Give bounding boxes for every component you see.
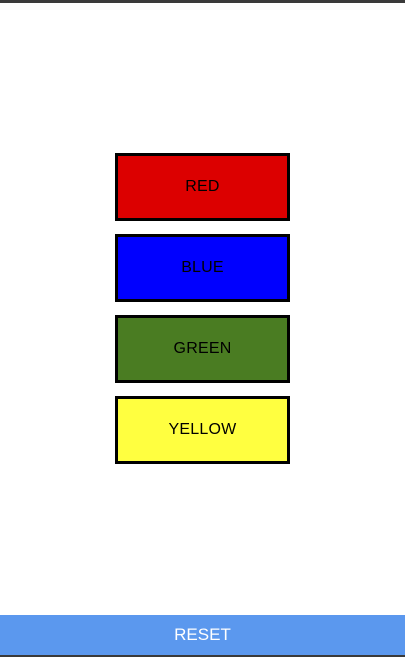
- blue-button[interactable]: BLUE: [115, 234, 290, 302]
- bottom-divider: [0, 655, 405, 657]
- color-button-stack: RED BLUE GREEN YELLOW: [115, 153, 290, 464]
- red-button[interactable]: RED: [115, 153, 290, 221]
- top-status-bar: [0, 0, 405, 3]
- yellow-button[interactable]: YELLOW: [115, 396, 290, 464]
- green-button[interactable]: GREEN: [115, 315, 290, 383]
- reset-button[interactable]: RESET: [0, 615, 405, 655]
